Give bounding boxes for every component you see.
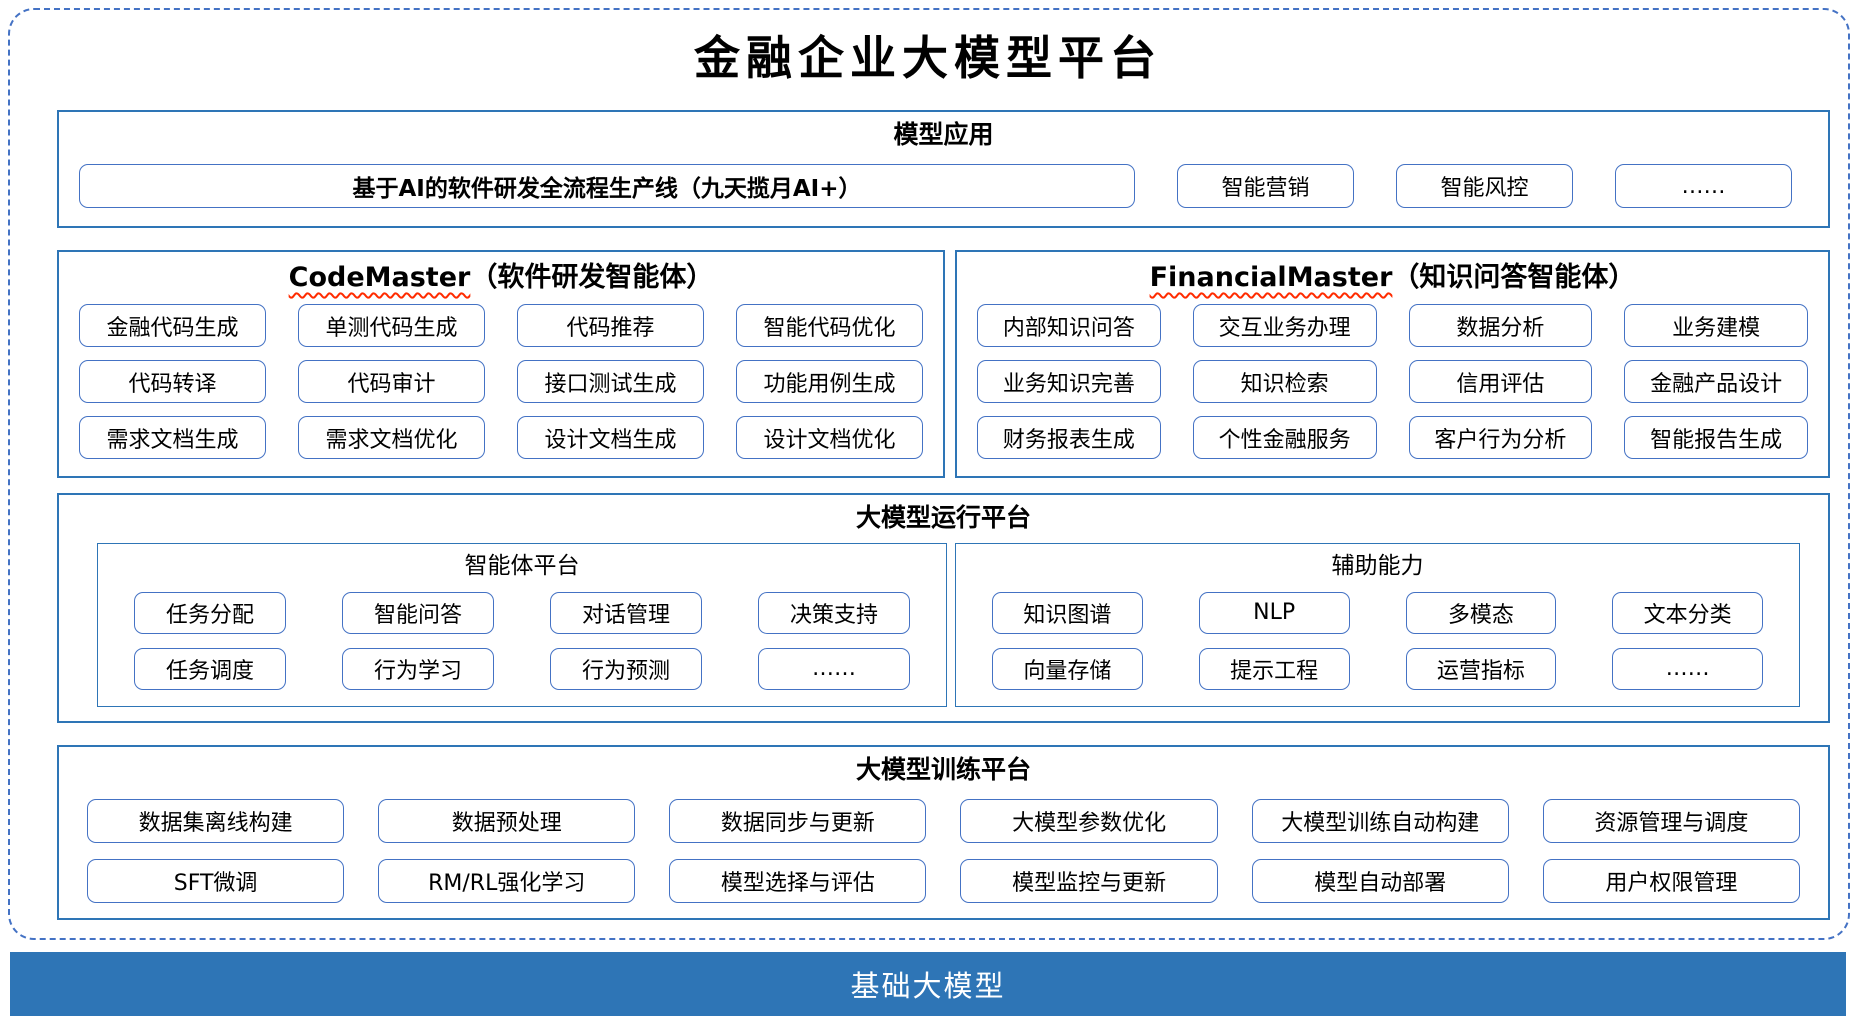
section-codemaster: CodeMaster（软件研发智能体） 金融代码生成单测代码生成代码推荐智能代码… [57,250,945,478]
diagram-node: 交互业务办理 [1192,304,1377,348]
diagram-node: RM/RL强化学习 [378,859,636,903]
diagram-node: 金融产品设计 [1624,360,1808,404]
diagram-node: 信用评估 [1408,360,1593,404]
diagram-node: 任务分配 [134,591,286,634]
diagram-node: 业务建模 [1624,304,1808,348]
section-model-applications: 模型应用 基于AI的软件研发全流程生产线（九天揽月AI+） 智能营销智能风控 …… [57,110,1830,228]
codemaster-grid: 金融代码生成单测代码生成代码推荐智能代码优化代码转译代码审计接口测试生成功能用例… [59,294,943,460]
diagram-node: 知识检索 [1192,360,1377,404]
diagram-node: 代码转译 [79,360,266,404]
diagram-node: 资源管理与调度 [1542,799,1800,843]
diagram-node: 内部知识问答 [977,304,1161,348]
diagram-node: 单测代码生成 [298,304,485,348]
diagram-node: 智能代码优化 [736,304,923,348]
diagram-node: 决策支持 [758,591,910,634]
diagram-node: 文本分类 [1612,591,1763,634]
agent-platform-grid: 任务分配 智能问答 对话管理 决策支持任务调度 行为学习 行为预测 …… [98,582,946,690]
training-platform-header: 大模型训练平台 [855,755,1031,784]
diagram-node: 功能用例生成 [736,360,923,404]
aux-ability-title: 辅助能力 [1331,553,1424,579]
diagram-node: 运营指标 [1405,647,1557,690]
financialmaster-title-zh: （知识问答智能体） [1392,262,1636,293]
diagram-node: 大模型训练自动构建 [1251,799,1509,843]
financialmaster-grid: 内部知识问答交互业务办理数据分析业务建模业务知识完善知识检索信用评估金融产品设计… [957,294,1828,460]
diagram-node: 代码审计 [298,360,485,404]
diagram-node: …… [758,647,910,690]
diagram-node: 智能营销 [1177,164,1354,208]
diagram-node: 智能风控 [1396,164,1573,208]
section-runtime-platform: 大模型运行平台 智能体平台 任务分配 智能问答 对话管理 决策支持任务调度 行为学习 行为… [57,493,1830,723]
diagram-node: 用户权限管理 [1542,859,1800,903]
diagram-node: 数据分析 [1408,304,1593,348]
diagram-node: 需求文档生成 [79,416,266,460]
diagram-node: 提示工程 [1198,647,1350,690]
diagram-node: 代码推荐 [517,304,704,348]
diagram-node: NLP [1198,591,1350,634]
diagram-node: 对话管理 [550,591,702,634]
diagram-node: 数据集离线构建 [87,799,345,843]
diagram-node: 需求文档优化 [298,416,485,460]
diagram-node: 模型选择与评估 [669,859,927,903]
diagram-node: SFT微调 [87,859,345,903]
section-training-platform: 大模型训练平台 数据集离线构建数据预处理数据同步与更新大模型参数优化大模型训练自… [57,745,1830,920]
subsection-aux-ability: 辅助能力 知识图谱 NLP 多模态 文本分类向量存储 提示工程 运营指标 …… [955,543,1800,707]
diagram-node: 模型自动部署 [1251,859,1509,903]
diagram-node: 行为学习 [342,647,494,690]
diagram-node: 知识图谱 [992,591,1143,634]
diagram-node: 大模型参数优化 [960,799,1218,843]
diagram-node: 数据预处理 [378,799,636,843]
diagram-node: 智能问答 [342,591,494,634]
financialmaster-title-en: FinancialMaster [1149,262,1393,293]
runtime-platform-header: 大模型运行平台 [855,503,1031,532]
diagram-node-ai-pipeline: 基于AI的软件研发全流程生产线（九天揽月AI+） [79,164,1135,208]
page-title: 金融企业大模型平台 [694,31,1162,85]
diagram-node: …… [1612,647,1763,690]
diagram-node: 设计文档生成 [517,416,704,460]
codemaster-title: CodeMaster（软件研发智能体） [59,252,943,294]
diagram-node: 任务调度 [134,647,286,690]
section-model-applications-header: 模型应用 [893,120,994,149]
subsection-agent-platform: 智能体平台 任务分配 智能问答 对话管理 决策支持任务调度 行为学习 行为预测 …… [97,543,947,707]
agent-platform-title: 智能体平台 [464,553,580,579]
foundation-model-bar: 基础大模型 [10,952,1846,1016]
financialmaster-title: FinancialMaster（知识问答智能体） [957,252,1828,294]
diagram-node: 接口测试生成 [517,360,704,404]
diagram-node: 多模态 [1405,591,1557,634]
diagram-node: 金融代码生成 [79,304,266,348]
model-applications-row: 基于AI的软件研发全流程生产线（九天揽月AI+） 智能营销智能风控 …… [59,150,1828,208]
diagram-node: 财务报表生成 [977,416,1161,460]
aux-ability-grid: 知识图谱 NLP 多模态 文本分类向量存储 提示工程 运营指标 …… [956,582,1799,690]
diagram-node: 数据同步与更新 [669,799,927,843]
diagram-node: 个性金融服务 [1192,416,1377,460]
diagram-node: 行为预测 [550,647,702,690]
diagram-node: 向量存储 [992,647,1143,690]
diagram-node: 业务知识完善 [977,360,1161,404]
section-financialmaster: FinancialMaster（知识问答智能体） 内部知识问答交互业务办理数据分… [955,250,1830,478]
platform-outer-dashed-border [8,8,1850,940]
codemaster-title-en: CodeMaster [288,262,471,293]
diagram-node: 模型监控与更新 [960,859,1218,903]
codemaster-title-zh: （软件研发智能体） [470,262,714,293]
diagram-node: 智能报告生成 [1624,416,1808,460]
training-platform-grid: 数据集离线构建数据预处理数据同步与更新大模型参数优化大模型训练自动构建资源管理与… [59,785,1828,903]
diagram-node: …… [1615,164,1792,208]
diagram-node: 客户行为分析 [1408,416,1593,460]
diagram-node: 设计文档优化 [736,416,923,460]
